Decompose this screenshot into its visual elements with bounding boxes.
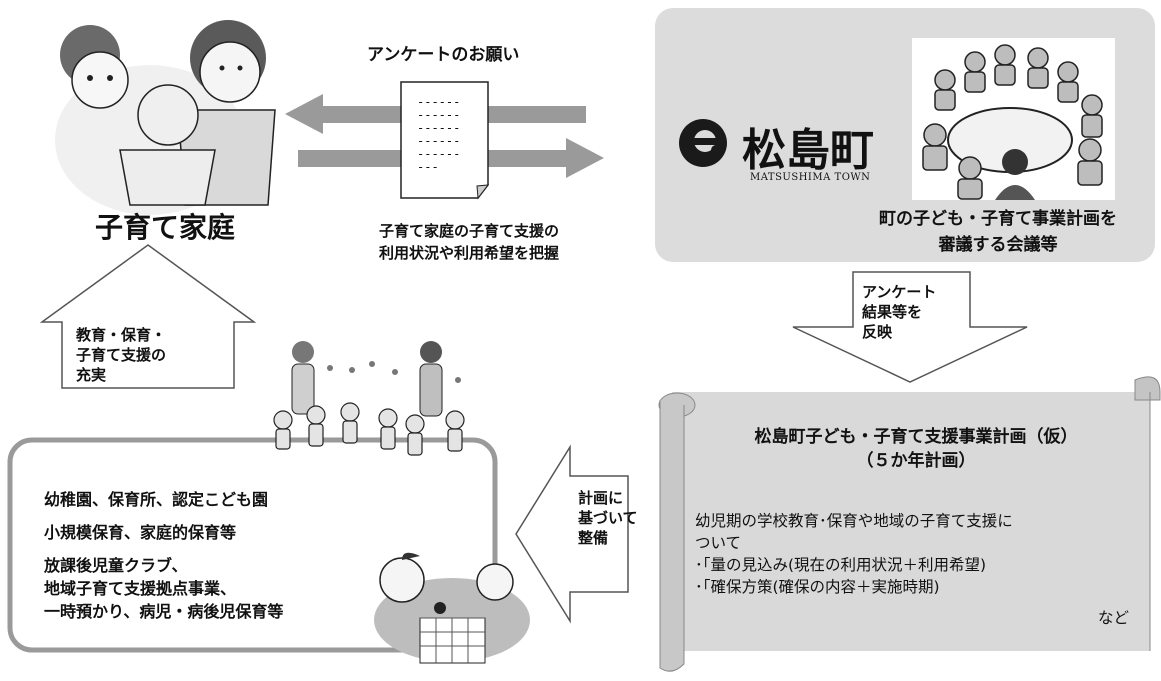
survey-request-label: アンケートのお願い	[367, 45, 520, 65]
document-line: ------	[417, 121, 461, 135]
children-play-illustration	[273, 341, 465, 456]
enrich-arrow-line: 子育て支援の	[76, 346, 167, 364]
plan-body: 幼児期の学校教育･保育や地域の子育て支援に ついて ･｢量の見込み(現在の利用状…	[695, 510, 1013, 598]
service-line: 一時預かり、病児・病後児保育等	[44, 602, 284, 621]
develop-arrow-line: 整備	[578, 529, 609, 547]
services-box	[7, 437, 498, 653]
reflect-arrow-line: 結果等を	[862, 303, 923, 321]
document-line: ------	[417, 95, 461, 109]
service-group: 放課後児童クラブ、 地域子育て支援拠点事業、 一時預かり、病児・病後児保育等	[44, 554, 283, 623]
reflect-arrow-line: アンケート	[862, 283, 937, 301]
service-line: 放課後児童クラブ、	[44, 556, 188, 575]
survey-purpose-line: 利用状況や利用希望を把握	[378, 244, 559, 262]
survey-document-icon	[400, 81, 490, 200]
family-title: 子育て家庭	[95, 211, 236, 244]
service-line: 小規模保育、家庭的保育等	[44, 523, 237, 542]
plan-title: 松島町子ども・子育て支援事業計画（仮） （５か年計画）	[686, 425, 1146, 473]
children-eating-illustration	[374, 552, 530, 664]
document-line: ---	[417, 160, 439, 174]
plan-item: ･｢量の見込み(現在の利用状況＋利用希望)	[695, 556, 987, 574]
develop-arrow-line: 基づいて	[578, 509, 638, 527]
meeting-caption-line: 町の子ども・子育て事業計画を	[879, 209, 1117, 229]
town-logo-name: 松島町	[742, 125, 874, 176]
reflect-arrow-line: 反映	[862, 323, 893, 341]
enrich-arrow-line: 教育・保育・	[76, 326, 167, 344]
reflect-arrow-label: アンケート 結果等を 反映	[862, 282, 936, 342]
survey-purpose: 子育て家庭の子育て支援の 利用状況や利用希望を把握	[345, 220, 593, 264]
meeting-caption: 町の子ども・子育て事業計画を 審議する会議等	[848, 206, 1148, 258]
plan-title-line: 松島町子ども・子育て支援事業計画（仮）	[754, 427, 1078, 447]
meeting-illustration	[912, 38, 1115, 200]
service-line: 幼稚園、保育所、認定こども園	[44, 490, 269, 509]
develop-arrow-line: 計画に	[578, 489, 624, 507]
plan-body-line: ついて	[695, 534, 742, 552]
town-logo-icon	[679, 119, 727, 167]
town-logo-subtitle: MATSUSHIMA TOWN	[750, 172, 871, 183]
service-line: 地域子育て支援拠点事業、	[44, 579, 237, 598]
enrich-arrow-line: 充実	[76, 366, 107, 384]
meeting-caption-line: 審議する会議等	[938, 235, 1058, 255]
develop-arrow-label: 計画に 基づいて 整備	[578, 488, 638, 548]
plan-etc: など	[1098, 609, 1130, 627]
plan-title-line: （５か年計画）	[856, 451, 976, 471]
document-line: ------	[417, 147, 461, 161]
develop-arrow	[515, 444, 629, 624]
plan-scroll	[658, 376, 1161, 672]
document-line: ------	[417, 108, 461, 122]
survey-document-lines: ------ ------ ------ ------ ------ ---	[417, 96, 479, 174]
family-illustration	[55, 20, 276, 215]
enrich-arrow-label: 教育・保育・ 子育て支援の 充実	[76, 325, 166, 385]
survey-purpose-line: 子育て家庭の子育て支援の	[378, 222, 559, 240]
document-line: ------	[417, 134, 461, 148]
reflect-arrow	[792, 271, 1028, 383]
plan-item: ･｢確保方策(確保の内容＋実施時期)	[695, 578, 940, 596]
enrich-arrow	[39, 244, 257, 389]
plan-body-line: 幼児期の学校教育･保育や地域の子育て支援に	[695, 512, 1013, 530]
